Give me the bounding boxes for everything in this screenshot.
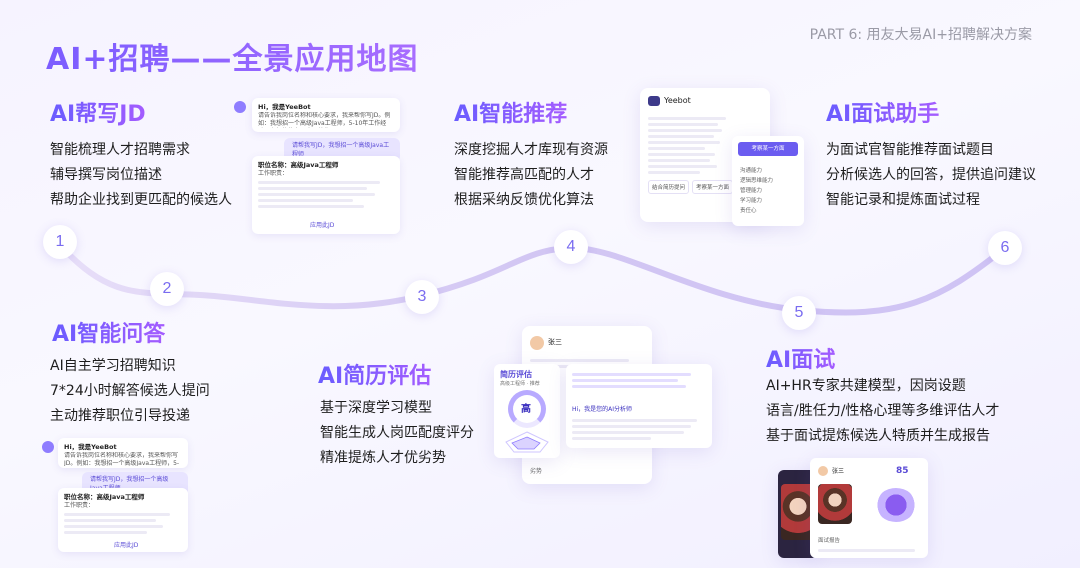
section-lines-interview: AI+HR专家共建模型，因岗设题 语言/胜任力/性格心理等多维评估人才 基于面试… [766,374,999,449]
bot-intro: 请告诉我岗位名称和核心要求，我来帮你写JD。例如：我想招一个高级Java工程师，… [64,452,180,466]
section-lines-jd: 智能梳理人才招聘需求 辅导撰写岗位描述 帮助企业找到更匹配的候选人 [50,138,232,213]
badge-subtitle: 高级工程师 · 推荐 [500,381,540,387]
ai-analyst-line: Hi，我是您的AI分析师 [572,406,633,413]
jd-result-card: 职位名称：高级Java工程师 工作职责： 应用此JD [58,488,188,552]
section-lines-qa: AI自主学习招聘知识 7*24小时解答候选人提问 主动推荐职位引导投递 [50,354,210,429]
section-line: 智能梳理人才招聘需求 [50,142,190,158]
page-title: AI+招聘——全景应用地图 [46,34,419,78]
yeebot-brand: Yeebot [664,96,691,105]
duty-label: 工作职责： [64,502,95,509]
badge-title: 简历评估 [500,370,532,379]
section-line: 深度挖掘人才库现有资源 [454,142,608,158]
candidate-name: 张三 [832,468,845,475]
section-lines-assistant: 为面试官智能推荐面试题目 分析候选人的回答，提供追问建议 智能记录和提炼面试过程 [826,138,1036,213]
aspect-question-button[interactable]: 考察某一方面 [692,180,734,194]
popup-button[interactable]: 考察某一方面 [738,142,798,156]
bot-avatar [234,101,246,113]
section-line: 基于深度学习模型 [320,400,432,416]
score-ring [508,390,546,428]
report-tag: 面试报告 [818,538,841,544]
radar-chart [505,431,549,453]
timeline-node-2: 2 [150,272,184,306]
bot-greeting-bubble: Hi，我是YeeBot 请告诉我岗位名称和核心要求，我来帮你写JD。例如：我想招… [252,98,400,132]
aspect-option[interactable]: 逻辑思维能力 [740,178,774,184]
section-line: AI+HR专家共建模型，因岗设题 [766,378,966,394]
bot-greeting-bubble: Hi，我是YeeBot 请告诉我岗位名称和核心要求，我来帮你写JD。例如：我想招… [58,438,188,468]
apply-jd-button[interactable]: 应用此JD [114,542,139,549]
timeline-node-6: 6 [988,231,1022,265]
section-line: 智能推荐高匹配的人才 [454,167,594,183]
section-line: 主动推荐职位引导投递 [50,408,190,424]
score-value: 高 [521,404,531,415]
timeline-node-3: 3 [405,280,439,314]
jd-result-card: 职位名称：高级Java工程师 工作职责： 应用此JD [252,156,400,234]
section-title-interview: AI面试 [766,342,835,374]
section-line: 智能生成人岗匹配度评分 [320,425,474,441]
bot-greeting: Hi，我是YeeBot [64,443,117,451]
section-lines-recommend: 深度挖掘人才库现有资源 智能推荐高匹配的人才 根据采纳反馈优化算法 [454,138,608,213]
bot-intro: 请告诉我岗位名称和核心要求，我来帮你写JD。例如：我想招一个高级Java工程师，… [258,112,391,127]
bot-avatar [42,441,54,453]
section-title-assistant: AI面试助手 [826,96,939,128]
section-line: 基于面试提炼候选人特质并生成报告 [766,428,990,444]
section-line: 智能记录和提炼面试过程 [826,192,980,208]
section-line: 根据采纳反馈优化算法 [454,192,594,208]
section-line: 语言/胜任力/性格心理等多维评估人才 [766,403,1000,419]
section-line: AI自主学习招聘知识 [50,358,176,374]
trait-chart [876,488,916,522]
aspect-option[interactable]: 管理能力 [740,188,763,194]
resume-badge-card: 简历评估 高级工程师 · 推荐 高 [494,364,560,458]
avatar [818,466,828,476]
aspect-popup: 考察某一方面 沟通能力 逻辑思维能力 管理能力 学习能力 责任心 [732,136,804,226]
weakness-label: 劣势 [530,468,543,475]
part-label: PART 6: 用友大易AI+招聘解决方案 [809,27,1032,43]
interview-score: 85 [896,466,909,476]
resume-question-button[interactable]: 结合简历提问 [648,180,690,194]
section-line: 帮助企业找到更匹配的候选人 [50,192,232,208]
avatar [530,336,544,350]
candidate-photo [781,484,815,540]
section-line: 精准提炼人才优劣势 [320,450,446,466]
timeline-node-5: 5 [782,296,816,330]
apply-jd-button[interactable]: 应用此JD [310,222,335,229]
section-line: 辅导撰写岗位描述 [50,167,162,183]
section-title-resume: AI简历评估 [318,358,431,390]
duty-label: 工作职责： [258,170,289,177]
section-title-qa: AI智能问答 [52,316,165,348]
robot-icon [648,96,660,106]
timeline-node-1: 1 [43,225,77,259]
aspect-option[interactable]: 责任心 [740,208,757,214]
section-title-jd: AI帮写JD [50,96,146,128]
aspect-option[interactable]: 沟通能力 [740,168,763,174]
job-title-label: 职位名称：高级Java工程师 [64,493,145,501]
job-title-label: 职位名称：高级Java工程师 [258,161,339,169]
section-line: 7*24小时解答候选人提问 [50,383,210,399]
timeline-node-4: 4 [554,230,588,264]
interview-report-card: 张三 85 面试报告 [810,458,928,558]
section-line: 分析候选人的回答，提供追问建议 [826,167,1036,183]
candidate-name: 张三 [548,338,562,346]
resume-analysis-card: Hi，我是您的AI分析师 [566,364,712,448]
candidate-photo [818,484,852,524]
aspect-options: 沟通能力 逻辑思维能力 管理能力 学习能力 责任心 [740,166,773,216]
section-line: 为面试官智能推荐面试题目 [826,142,994,158]
aspect-option[interactable]: 学习能力 [740,198,763,204]
section-title-recommend: AI智能推荐 [454,96,567,128]
section-lines-resume: 基于深度学习模型 智能生成人岗匹配度评分 精准提炼人才优劣势 [320,396,474,471]
bot-greeting: Hi，我是YeeBot [258,103,311,111]
